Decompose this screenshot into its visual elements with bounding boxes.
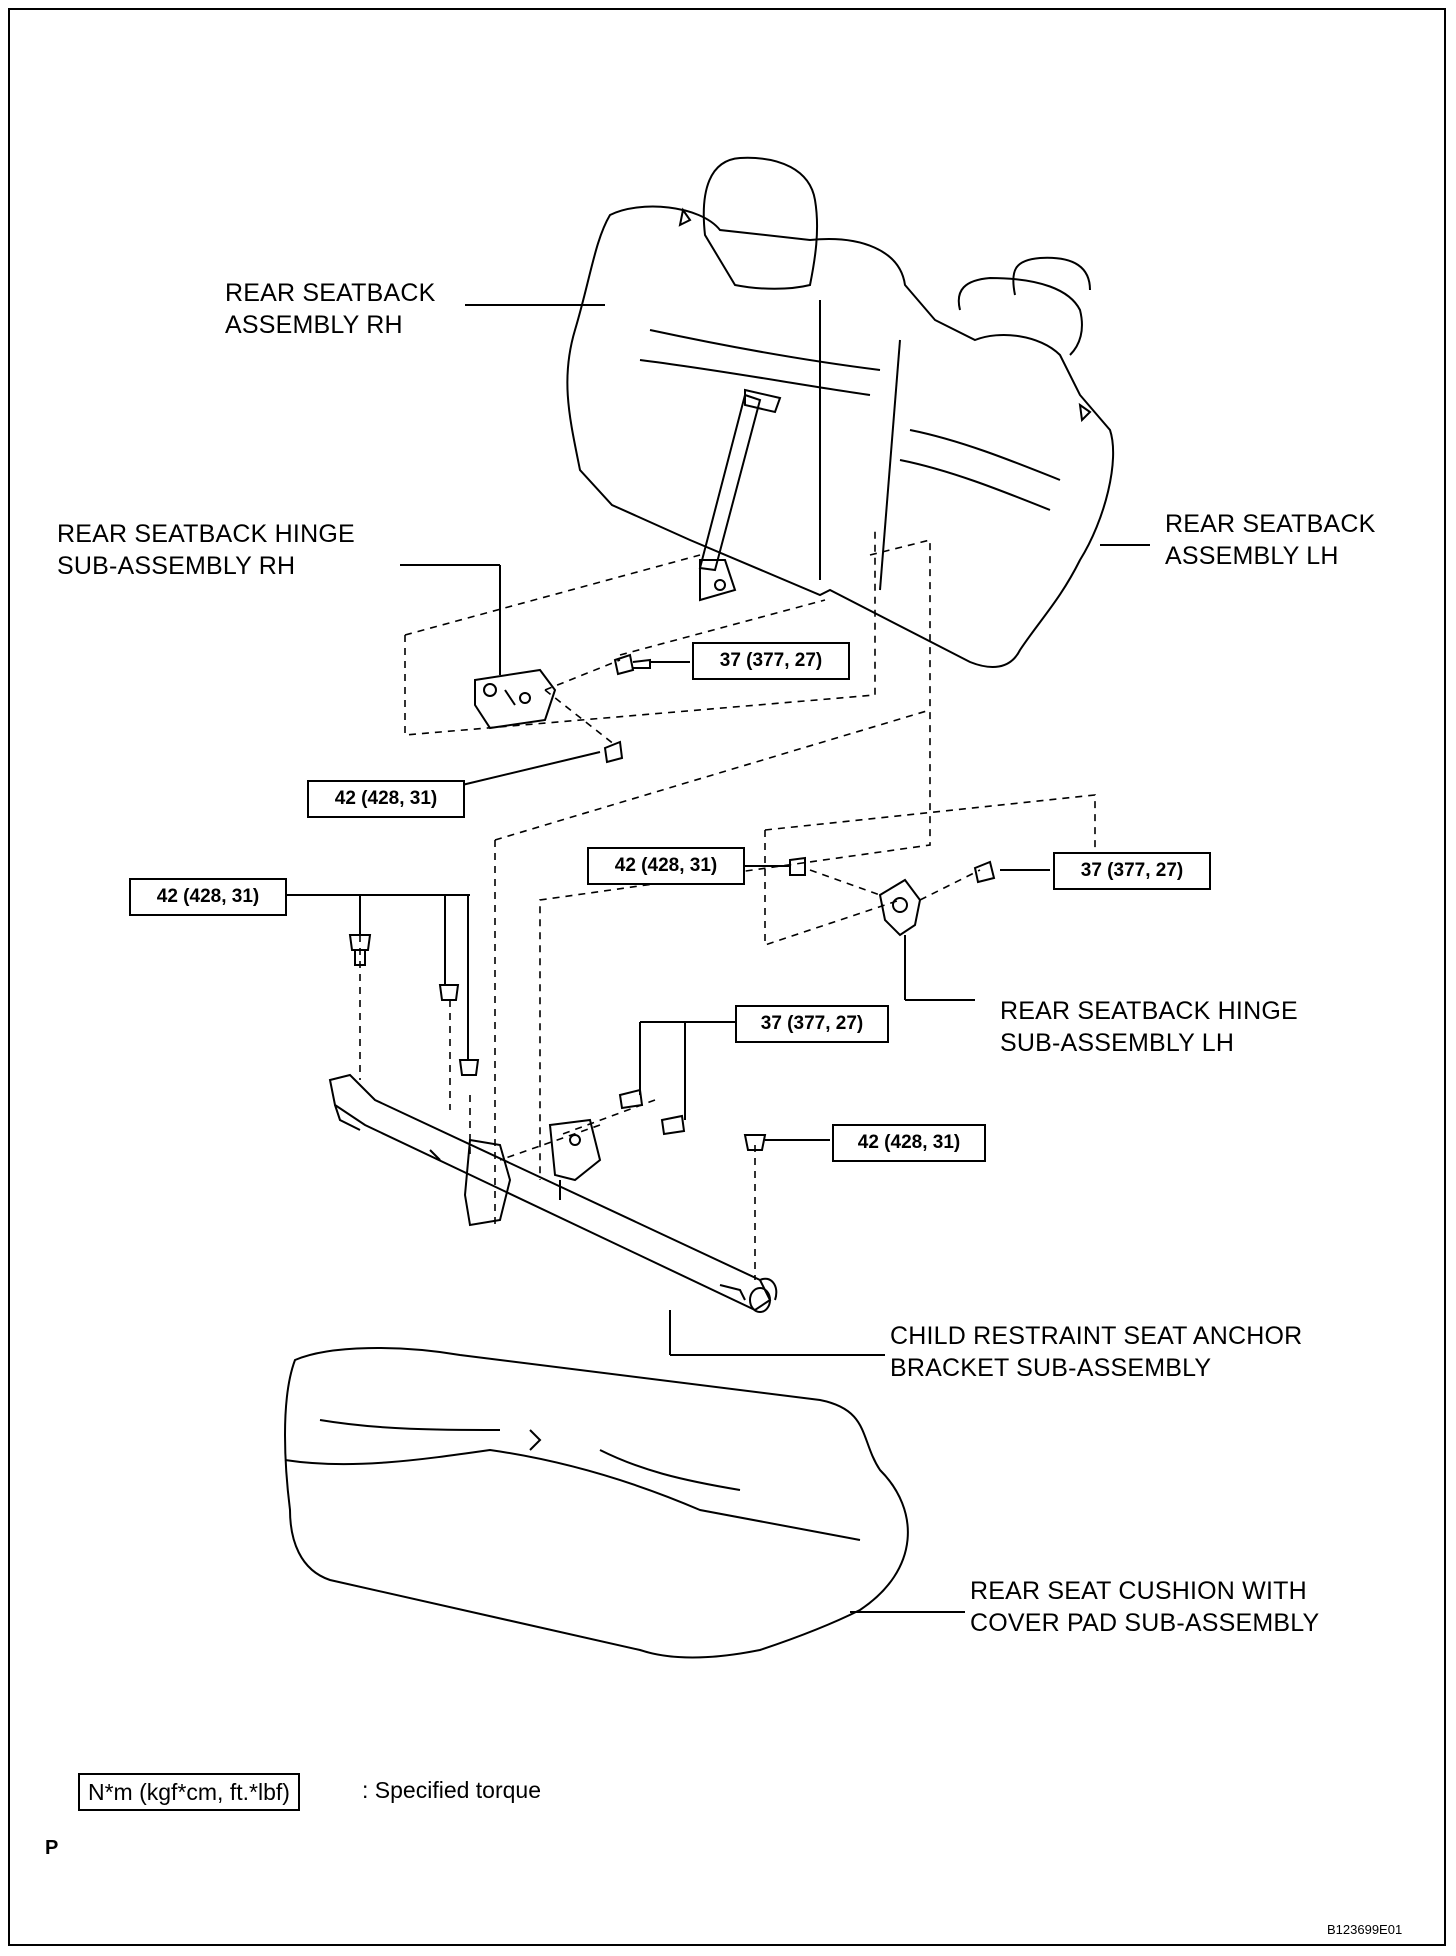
label-line: ASSEMBLY LH <box>1165 542 1339 570</box>
label-line: REAR SEATBACK <box>1165 510 1376 538</box>
label-line: CHILD RESTRAINT SEAT ANCHOR <box>890 1322 1303 1350</box>
label-line: SUB-ASSEMBLY LH <box>1000 1029 1235 1057</box>
legend-text: : Specified torque <box>362 1777 542 1803</box>
label-hinge-lh: REAR SEATBACK HINGE SUB-ASSEMBLY LH <box>1000 995 1298 1059</box>
torque-box: 37 (377, 27) <box>692 642 850 680</box>
torque-box: 37 (377, 27) <box>1053 852 1211 890</box>
hinge-rh-drawing <box>474 668 557 730</box>
page-marker: P <box>45 1837 59 1859</box>
torque-box: 42 (428, 31) <box>832 1124 986 1162</box>
torque-box: 42 (428, 31) <box>129 878 287 916</box>
label-seat-cushion: REAR SEAT CUSHION WITH COVER PAD SUB-ASS… <box>970 1575 1319 1639</box>
hinge-lh-drawing <box>878 878 922 937</box>
label-seatback-lh: REAR SEATBACK ASSEMBLY LH <box>1165 508 1376 572</box>
diagram-frame <box>8 8 1446 1946</box>
leader-lines <box>285 304 1150 1613</box>
label-line: COVER PAD SUB-ASSEMBLY <box>970 1609 1320 1637</box>
label-line: BRACKET SUB-ASSEMBLY <box>890 1354 1212 1382</box>
label-line: REAR SEAT CUSHION WITH <box>970 1577 1307 1605</box>
bolts <box>348 653 996 1151</box>
legend-unit-box: N*m (kgf*cm, ft.*lbf) <box>78 1773 300 1811</box>
anchor-bracket-drawing <box>328 1073 778 1313</box>
label-hinge-rh: REAR SEATBACK HINGE SUB-ASSEMBLY RH <box>57 518 355 582</box>
figure-id: B123699E01 <box>1327 1922 1403 1937</box>
label-line: REAR SEATBACK HINGE <box>1000 997 1298 1025</box>
rear-seatback-drawing <box>566 156 1115 668</box>
label-line: REAR SEATBACK <box>225 279 436 307</box>
label-anchor-bracket: CHILD RESTRAINT SEAT ANCHOR BRACKET SUB-… <box>890 1320 1302 1384</box>
label-seatback-rh: REAR SEATBACK ASSEMBLY RH <box>225 277 436 341</box>
torque-box: 42 (428, 31) <box>307 780 465 818</box>
label-line: SUB-ASSEMBLY RH <box>57 552 296 580</box>
seat-cushion-drawing <box>284 1347 909 1659</box>
torque-box: 42 (428, 31) <box>587 847 745 885</box>
label-line: REAR SEATBACK HINGE <box>57 520 355 548</box>
torque-box: 37 (377, 27) <box>735 1005 889 1043</box>
label-line: ASSEMBLY RH <box>225 311 403 339</box>
